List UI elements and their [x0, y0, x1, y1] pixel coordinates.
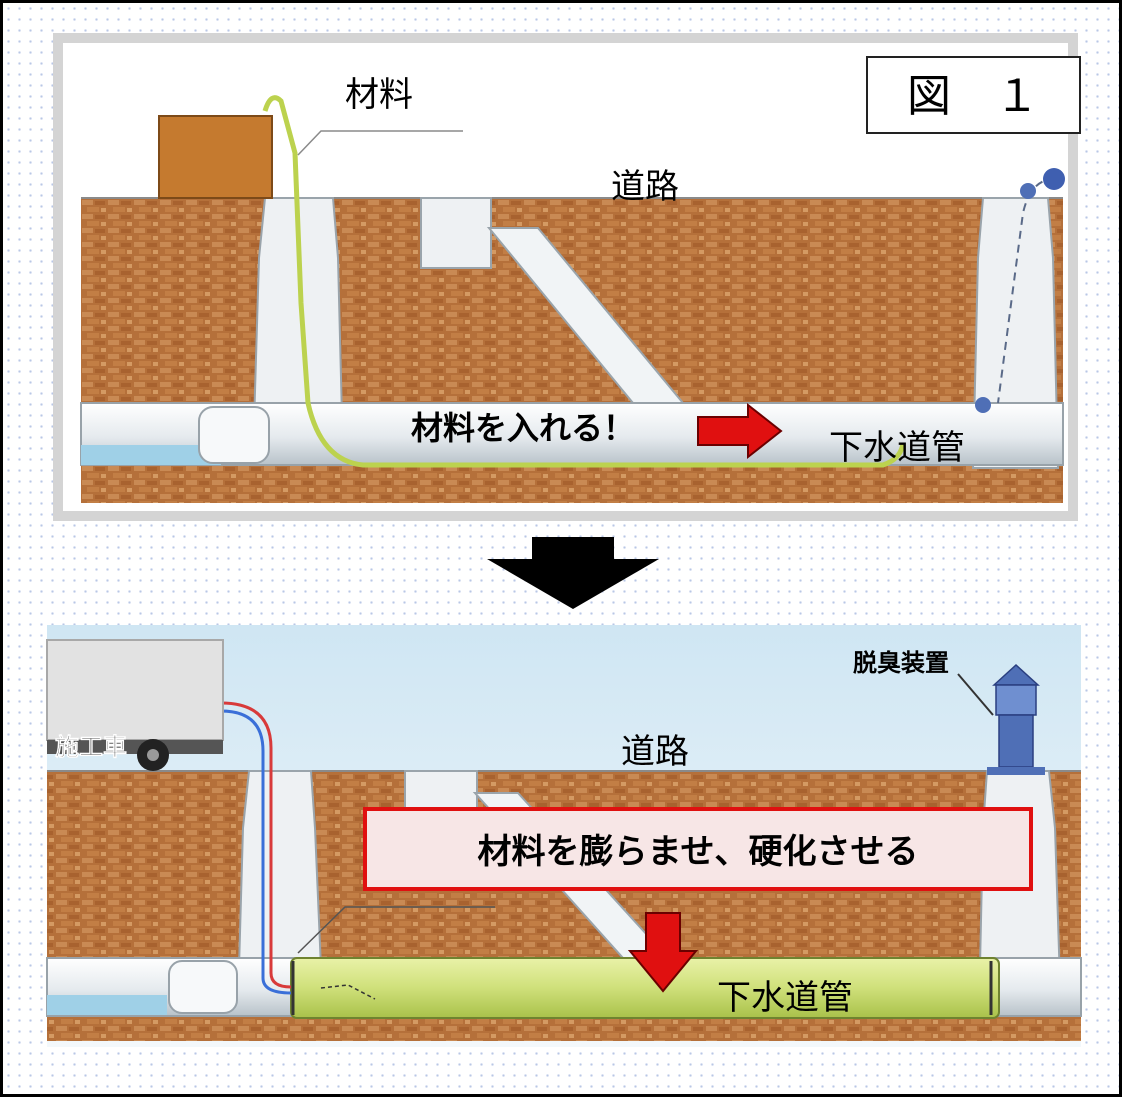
bottom-panel: 施工車 脱臭装置 道路 材料を膨らませ、硬化させる 下水道管 [46, 625, 1082, 1047]
red-hose [220, 701, 292, 989]
deodorizer-label: 脱臭装置 [853, 649, 949, 677]
bottom-pipe-label: 下水道管 [717, 978, 853, 1018]
pulley-icon [1020, 183, 1036, 199]
deodorizer-leader-line [957, 673, 994, 716]
top-action-label: 材料を入れる！ [411, 409, 635, 447]
top-road-label: 道路 [611, 167, 679, 207]
top-pipe-label: 下水道管 [829, 428, 965, 468]
down-arrow-icon [487, 537, 659, 609]
bottom-road-label: 道路 [621, 732, 689, 772]
truck-label: 施工車 [55, 733, 127, 761]
diagram-canvas: 図 １ 材料 道路 材料を入れる！ 下水道管 [46, 33, 1082, 1047]
deodorizer-base [987, 767, 1045, 775]
figure-label: 図 １ [907, 71, 1039, 122]
blue-hose [220, 709, 292, 995]
material-box [158, 115, 273, 199]
winch-icon [1043, 168, 1065, 190]
top-panel: 図 １ 材料 道路 材料を入れる！ 下水道管 [53, 33, 1081, 521]
material-leader-line [297, 130, 463, 156]
truck-hub [147, 749, 159, 761]
top-plug [198, 406, 270, 464]
deodorizer-body [998, 714, 1034, 768]
truck-chassis [47, 740, 223, 754]
liner-flow-mark [320, 984, 376, 1000]
right-arrow-icon [697, 402, 783, 460]
material-label: 材料 [345, 75, 413, 115]
bottom-sewage-water [47, 995, 167, 1015]
material-hose [262, 95, 906, 468]
bottom-action-label: 材料を膨らませ、硬化させる [478, 832, 919, 872]
action-callout-box [363, 807, 1033, 891]
red-down-arrow-icon [627, 912, 699, 993]
bottom-left-manhole [237, 770, 323, 969]
lower-pulley-icon [975, 397, 991, 413]
top-sewage-water [81, 445, 221, 465]
truck-body [46, 639, 224, 741]
figure-label-box [866, 56, 1081, 134]
bottom-plug [168, 960, 238, 1014]
top-right-manhole [971, 197, 1060, 469]
liner-leader-line [297, 906, 495, 954]
deodorizer-head [995, 684, 1037, 716]
top-inlet-box [420, 197, 492, 269]
